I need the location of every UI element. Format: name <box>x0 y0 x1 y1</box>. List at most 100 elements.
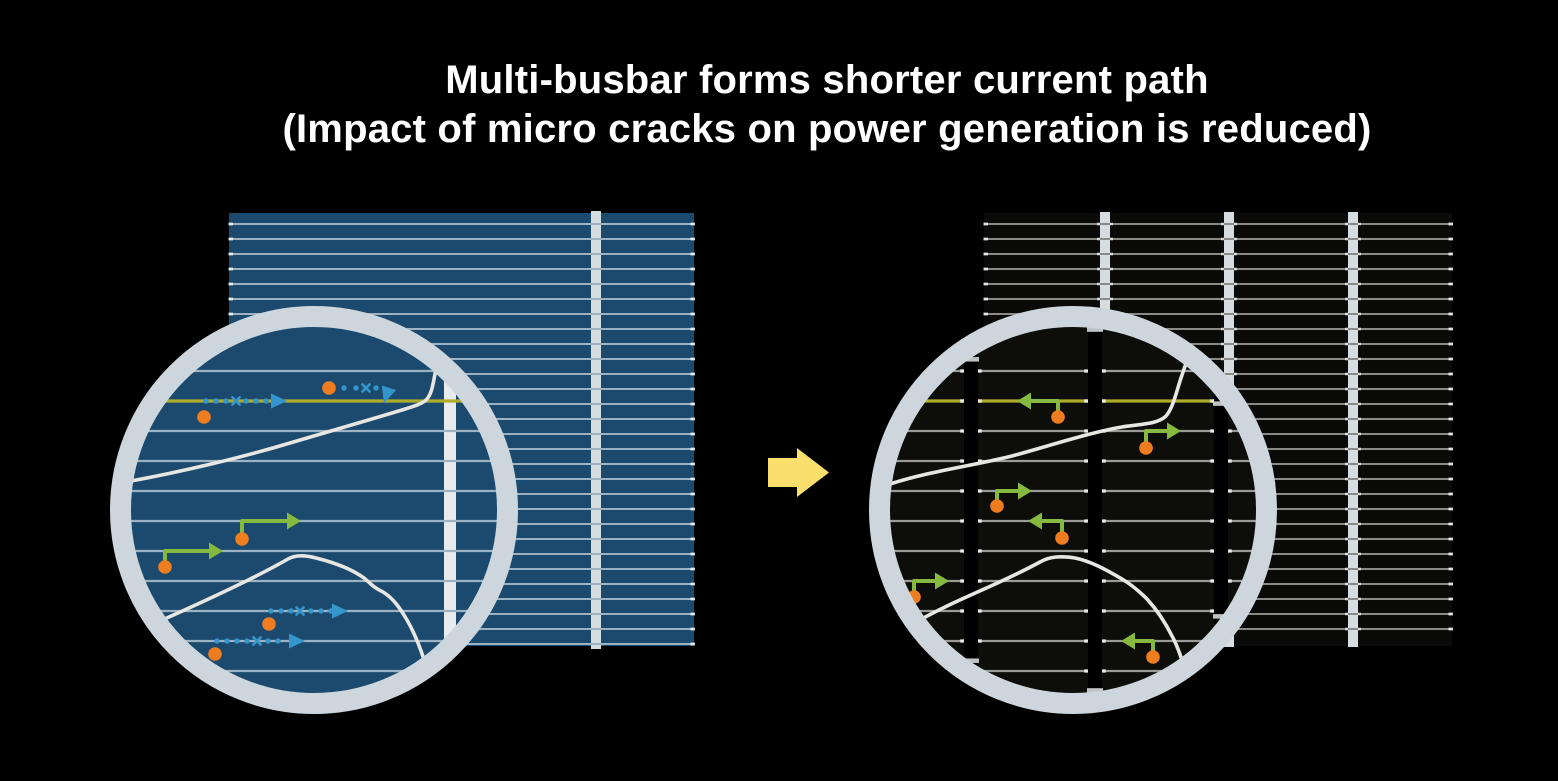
finger-tip <box>690 582 695 586</box>
path-dot <box>341 385 347 391</box>
finger-tip <box>690 612 695 616</box>
path-dot <box>234 638 240 644</box>
finger-tip <box>1448 357 1453 361</box>
finger-busbar-tip <box>1110 267 1113 271</box>
zoom-finger-tip <box>978 639 982 643</box>
zoom-finger-tip <box>1084 399 1088 403</box>
zoom-finger-tip <box>960 369 964 373</box>
zoom-finger-tip <box>1084 519 1088 523</box>
finger-busbar-tip <box>1234 237 1237 241</box>
finger-busbar-tip <box>1345 537 1348 541</box>
blocked-current-path <box>208 633 305 661</box>
finger-tip <box>690 252 695 256</box>
zoom-finger-tip <box>1210 669 1214 673</box>
finger-busbar-tip <box>1221 267 1224 271</box>
arrowhead <box>935 572 949 590</box>
finger-tip <box>1448 567 1453 571</box>
zoom-finger-tip <box>978 609 982 613</box>
multi-busbar-cell-busbar-3 <box>1348 212 1358 647</box>
arrowhead <box>1017 392 1031 410</box>
finger-tip <box>1448 312 1453 316</box>
finger-busbar-tip <box>1358 282 1361 286</box>
electron-dot <box>1051 410 1065 424</box>
finger-busbar-tip <box>1110 222 1113 226</box>
finger-tip <box>983 222 988 226</box>
finger-busbar-tip <box>1234 282 1237 286</box>
magnifier-conventional-zoom-busbar-1 <box>444 326 456 694</box>
finger-tip <box>228 222 233 226</box>
finger-busbar-tip <box>1221 252 1224 256</box>
zoom-finger-tip <box>960 429 964 433</box>
finger-tip <box>690 357 695 361</box>
finger-busbar-tip <box>1221 222 1224 226</box>
finger-tip <box>1448 237 1453 241</box>
finger-tip <box>983 282 988 286</box>
zoom-busbar-end-tip <box>963 658 979 663</box>
zoom-finger-tip <box>1084 549 1088 553</box>
electron-dot <box>262 617 276 631</box>
electron-dot <box>1055 531 1069 545</box>
zoom-finger-tip <box>960 609 964 613</box>
zoom-finger-tip <box>1102 519 1106 523</box>
zoom-finger-tip <box>1102 609 1106 613</box>
finger-busbar-tip <box>1345 267 1348 271</box>
finger-busbar-tip <box>1358 612 1361 616</box>
finger-busbar-tip <box>1345 252 1348 256</box>
finger-busbar-tip <box>1358 432 1361 436</box>
finger-busbar-tip <box>1110 297 1113 301</box>
electron-dot <box>1146 650 1160 664</box>
finger-busbar-tip <box>1358 537 1361 541</box>
path-dot <box>278 608 284 614</box>
finger-tip <box>690 537 695 541</box>
zoom-finger-tip <box>960 459 964 463</box>
zoom-finger-tip <box>1210 489 1214 493</box>
finger-busbar-tip <box>1358 402 1361 406</box>
finger-tip <box>690 477 695 481</box>
path-dot <box>288 608 294 614</box>
arrowhead <box>1167 422 1181 440</box>
finger-tip <box>228 297 233 301</box>
finger-tip <box>690 597 695 601</box>
finger-tip <box>690 282 695 286</box>
path-dot <box>223 398 229 404</box>
finger-tip <box>690 342 695 346</box>
finger-busbar-tip <box>1345 432 1348 436</box>
zoom-finger-tip <box>960 639 964 643</box>
finger-tip <box>690 567 695 571</box>
zoom-finger-tip <box>1102 459 1106 463</box>
finger-tip <box>1448 507 1453 511</box>
arrowhead <box>1028 512 1042 530</box>
finger-busbar-tip <box>1221 297 1224 301</box>
zoom-finger-tip <box>978 519 982 523</box>
finger-tip <box>690 627 695 631</box>
arrowhead <box>289 633 305 649</box>
finger-tip <box>1448 537 1453 541</box>
zoom-finger-tip <box>1102 489 1106 493</box>
finger-tip <box>1448 552 1453 556</box>
finger-busbar-tip <box>1345 387 1348 391</box>
finger-busbar-tip <box>1097 267 1100 271</box>
short-current-path <box>990 482 1032 513</box>
path-dot <box>265 638 271 644</box>
finger-busbar-tip <box>1358 522 1361 526</box>
path-dot <box>244 638 250 644</box>
arrowhead <box>332 603 348 619</box>
finger-busbar-tip <box>1358 627 1361 631</box>
short-current-path <box>1028 512 1069 545</box>
finger-busbar-tip <box>1358 252 1361 256</box>
path-dot <box>213 398 219 404</box>
finger-busbar-tip <box>1345 447 1348 451</box>
finger-tip <box>690 372 695 376</box>
zoom-finger-tip <box>978 399 982 403</box>
blocked-x-mark <box>295 606 305 616</box>
finger-busbar-tip <box>1110 237 1113 241</box>
zoom-finger-tip <box>1210 609 1214 613</box>
magnifier-multibusbar-zoom-busbar-3 <box>1214 326 1228 694</box>
zoom-finger-tip <box>1228 429 1232 433</box>
zoom-finger-tip <box>1084 579 1088 583</box>
finger-busbar-tip <box>1221 282 1224 286</box>
magnifier-conventional <box>110 306 518 714</box>
zoom-finger-tip <box>978 429 982 433</box>
finger-busbar-tip <box>1345 222 1348 226</box>
path-dot <box>308 608 314 614</box>
